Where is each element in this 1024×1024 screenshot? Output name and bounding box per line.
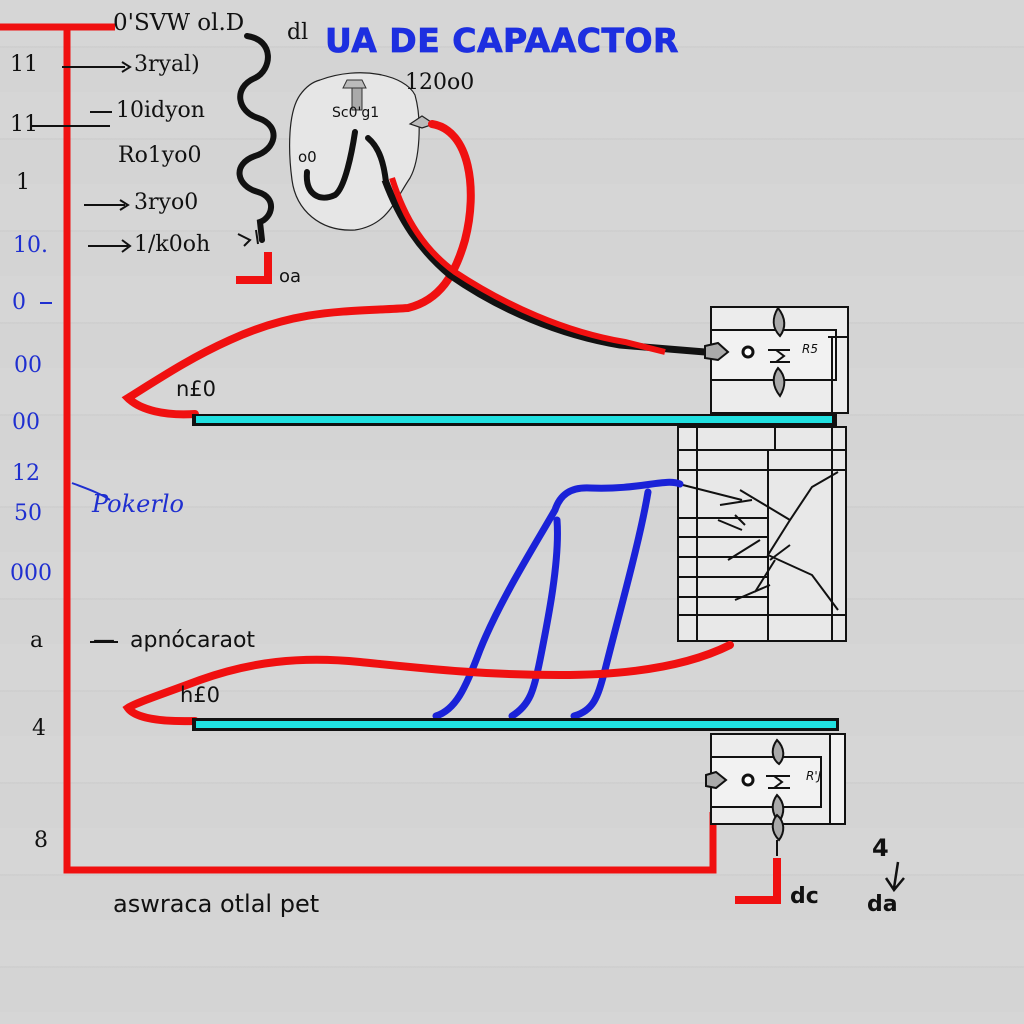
switch-box-lower [705, 733, 846, 856]
axis-tick: 11 [10, 112, 38, 137]
pointer-label: Pokerlo [92, 490, 184, 518]
source-inner-label: Sc0'g1 [332, 105, 380, 121]
axis-tick: 4 [32, 716, 46, 741]
axis-tick: 0 [12, 290, 26, 315]
source-curve-right [365, 135, 389, 185]
corner-number: 4 [872, 834, 889, 862]
axis-tick: 8 [34, 828, 48, 853]
top-label: 0'SVW ol.D [113, 10, 245, 36]
coil-bottom-label: oa [279, 266, 302, 287]
value-label: 120o0 [405, 70, 475, 95]
red-loop-wire [121, 120, 475, 419]
axis-tick: 12 [12, 461, 40, 486]
main-red-wire [0, 23, 717, 874]
title-prefix: dl [287, 20, 309, 45]
tick-connectors [30, 61, 132, 643]
switch-lower-label: R'J [806, 769, 822, 783]
red-lower-loop [122, 641, 734, 726]
inductor-coil [236, 33, 277, 243]
footer-caption: aswraca otlal pet [113, 890, 320, 918]
coil-lead [236, 252, 272, 284]
legend-label: 3ryal) [134, 52, 200, 77]
middle-note: apnócaraot [130, 628, 256, 653]
switch-upper-label: R5 [802, 342, 818, 356]
middle-dash: — [93, 628, 115, 653]
axis-tick: 10. [13, 233, 48, 258]
bottom-terminal-wire [735, 858, 781, 904]
source-curve-left [303, 129, 358, 201]
axis-tick: 000 [10, 561, 52, 586]
axis-tick: 11 [10, 52, 38, 77]
page-title: UA DE CAPAACTOR [325, 21, 679, 60]
capacitor-plate-lower [192, 718, 839, 731]
axis-tick: 50 [14, 501, 42, 526]
capacitor-plate-upper [192, 414, 837, 426]
axis-tick: a [30, 628, 44, 653]
bottom-terminal-label: dc [790, 884, 819, 909]
axis-tick: 00 [12, 410, 40, 435]
blue-wires [432, 478, 684, 720]
legend-label: 10idyon [116, 98, 205, 123]
down-arrow-icon [884, 861, 905, 893]
legend-label: 3ryo0 [134, 190, 199, 215]
legend-label: 1/k0oh [134, 232, 211, 257]
axis-tick: 1 [16, 170, 30, 195]
legend-label: Ro1yo0 [118, 143, 202, 168]
axis-tick: 00 [14, 353, 42, 378]
switch-box-upper [704, 306, 849, 414]
lower-loop-label: h£0 [180, 683, 221, 707]
grid-panel [674, 426, 847, 642]
corner-label: da [867, 892, 898, 917]
upper-loop-label: n£0 [176, 377, 217, 401]
source-side-label: o0 [298, 148, 317, 166]
